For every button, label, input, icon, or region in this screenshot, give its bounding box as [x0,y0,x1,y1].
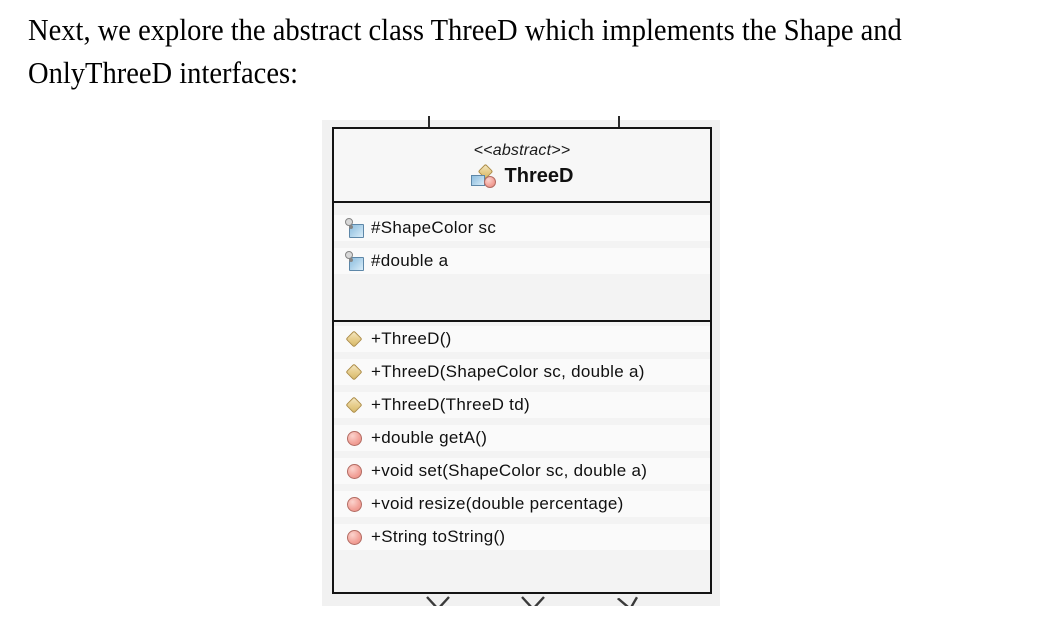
generalization-arrowhead-icon [425,596,451,606]
method-icon [344,461,364,481]
arrowhead-svg [616,596,639,606]
square-shape [470,175,485,186]
method-row: +void set(ShapeColor sc, double a) [334,458,710,484]
methods-section: +ThreeD() +ThreeD(ShapeColor sc, double … [334,322,710,592]
method-row: +ThreeD(ThreeD td) [334,392,710,418]
method-row: +String toString() [334,524,710,550]
method-label: +ThreeD() [371,329,452,348]
protected-field-icon [344,251,364,271]
arrowhead-svg [521,596,545,606]
generalization-arrowhead-icon [520,596,546,606]
connector-line [428,116,430,137]
constructor-icon [344,329,364,349]
class-icon [470,163,498,188]
field-row: #ShapeColor sc [334,215,710,241]
uml-diagram-panel: <<abstract>> ThreeD #ShapeColor sc [322,116,720,606]
constructor-icon [344,362,364,382]
class-header: <<abstract>> ThreeD [334,129,710,203]
intro-line-2: OnlyThreeD interfaces: [28,55,299,90]
method-label: +ThreeD(ShapeColor sc, double a) [371,362,645,381]
method-label: +ThreeD(ThreeD td) [371,395,530,414]
intro-line-1: Next, we explore the abstract class Thre… [28,12,902,47]
class-name: ThreeD [504,165,574,187]
method-row: +ThreeD(ShapeColor sc, double a) [334,359,710,385]
protected-field-icon [344,218,364,238]
class-name-row: ThreeD [334,163,710,188]
method-label: +void set(ShapeColor sc, double a) [371,461,648,480]
field-row: #double a [334,248,710,274]
method-label: +double getA() [371,428,488,447]
fields-section: #ShapeColor sc #double a [334,203,710,322]
method-icon [344,494,364,514]
method-label: +void resize(double percentage) [371,494,624,513]
method-row: +void resize(double percentage) [334,491,710,517]
method-row: +ThreeD() [334,326,710,352]
uml-class-box: <<abstract>> ThreeD #ShapeColor sc [332,127,712,594]
arrowhead-svg [426,596,450,606]
intro-paragraph: Next, we explore the abstract class Thre… [28,8,978,94]
constructor-icon [344,395,364,415]
method-row: +double getA() [334,425,710,451]
generalization-arrowhead-icon [616,596,642,606]
field-label: #ShapeColor sc [371,218,497,237]
connector-line [618,116,620,137]
method-icon [344,527,364,547]
field-label: #double a [371,251,449,270]
method-label: +String toString() [371,527,506,546]
stereotype-label: <<abstract>> [473,142,571,159]
method-icon [344,428,364,448]
circle-shape [483,176,496,188]
